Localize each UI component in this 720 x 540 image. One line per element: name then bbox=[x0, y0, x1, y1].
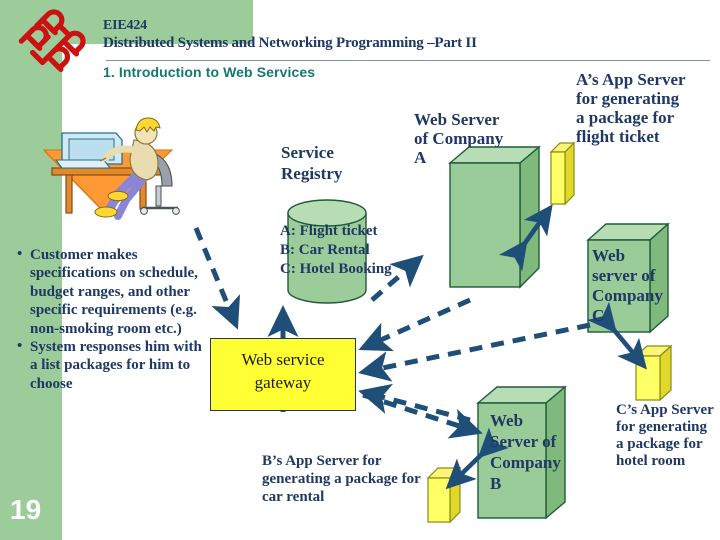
registry-entry-list: A: Flight ticket B: Car Rental C: Hotel … bbox=[280, 222, 440, 279]
course-code: EIE424 bbox=[103, 18, 147, 33]
bullet-item: Customer makes specifications on schedul… bbox=[17, 245, 212, 338]
a-app-server-box bbox=[549, 141, 576, 206]
header-text: EIE424 Distributed Systems and Networkin… bbox=[103, 18, 703, 52]
bullet-item: System responses him with a list package… bbox=[17, 337, 212, 393]
person-at-computer-clipart bbox=[51, 117, 180, 220]
bullet-list: Customer makes specifications on schedul… bbox=[12, 245, 212, 393]
course-title: Distributed Systems and Networking Progr… bbox=[103, 35, 477, 51]
arrow-serverA-appserverA bbox=[498, 204, 553, 272]
service-registry-cylinder bbox=[287, 199, 367, 304]
arrow-serverC-appserverC bbox=[587, 301, 647, 370]
page-number: 19 bbox=[10, 494, 42, 525]
arrow-registry-to-serverA bbox=[370, 254, 424, 302]
b-app-server-label: B’s App Server for generating a package … bbox=[262, 453, 421, 505]
header-rule bbox=[106, 60, 710, 61]
c-app-server-box bbox=[634, 344, 673, 402]
c-app-server-label: C’s App Server for generating a package … bbox=[616, 402, 714, 469]
a-app-server-label: A’s App Server for generating a package … bbox=[576, 70, 686, 146]
registry-entry: B: Car Rental bbox=[280, 242, 370, 258]
registry-entry: C: Hotel Booking bbox=[280, 261, 392, 277]
section-title: 1. Introduction to Web Services bbox=[103, 64, 316, 80]
arrow-serverB-appserverB bbox=[445, 427, 509, 490]
arrow-gateway-to-serverB bbox=[362, 392, 483, 439]
arrow-customer-to-gateway bbox=[193, 227, 241, 330]
web-server-a-box bbox=[448, 145, 541, 289]
arrow-serverC-to-gateway bbox=[358, 322, 591, 382]
arrow-serverA-to-gateway bbox=[358, 297, 472, 352]
registry-entry: A: Flight ticket bbox=[280, 223, 378, 239]
polyu-logo bbox=[14, 9, 88, 79]
arrow-serverB-to-gateway bbox=[358, 383, 471, 423]
